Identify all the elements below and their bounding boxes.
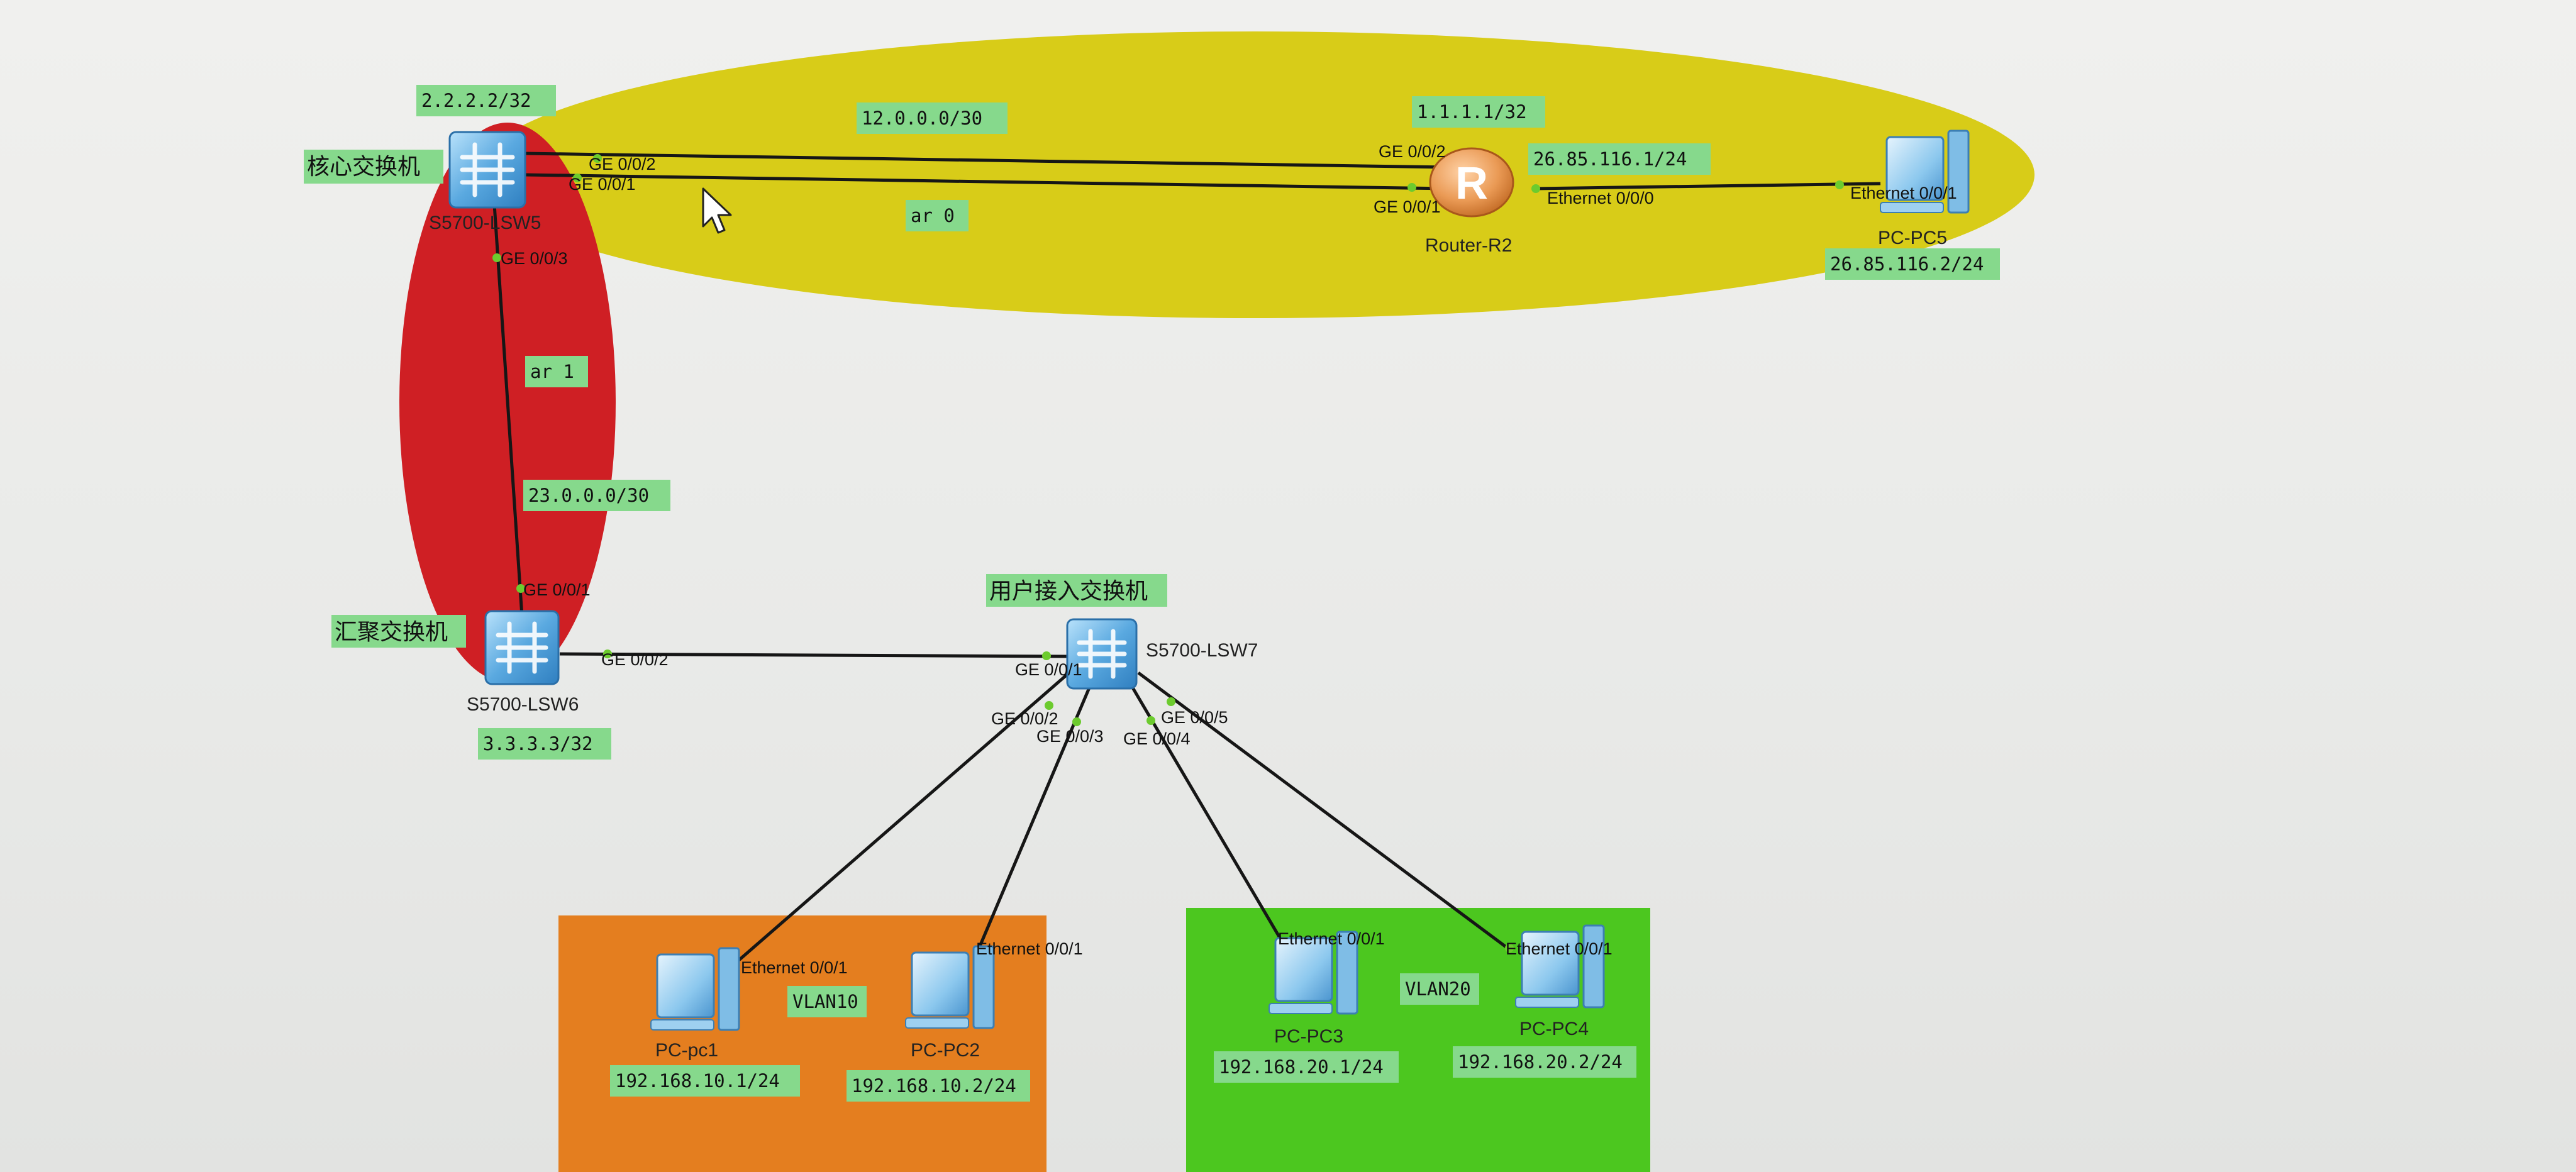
switch-icon[interactable] — [484, 610, 560, 685]
link-lsw6-lsw7[interactable] — [559, 652, 1076, 658]
lsw7-name: S5700-LSW7 — [1146, 640, 1258, 661]
port-label-pc3-eth: Ethernet 0/0/1 — [1278, 929, 1385, 948]
port-dot — [603, 650, 612, 658]
pc1-ip-label: 192.168.10.1/24 — [615, 1070, 780, 1092]
area1-label: ar 1 — [530, 361, 574, 382]
switch-icon[interactable] — [1066, 618, 1138, 690]
port-dot — [593, 154, 602, 163]
port-label-lsw5-g001: GE 0/0/1 — [569, 175, 636, 194]
tag-bg — [1825, 248, 2000, 280]
tag-bg — [847, 1070, 1030, 1102]
tag-bg — [610, 1065, 800, 1097]
tag-bg — [906, 200, 969, 231]
pc5-ip-label: 26.85.116.2/24 — [1830, 253, 1984, 275]
r2-name: Router-R2 — [1425, 235, 1512, 256]
pc3-ip-label: 192.168.20.1/24 — [1219, 1056, 1384, 1078]
port-label-pc1-eth: Ethernet 0/0/1 — [741, 958, 848, 977]
pc4-ip-label: 192.168.20.2/24 — [1458, 1051, 1623, 1073]
port-dot — [573, 174, 582, 182]
link-lsw5-r2-g002[interactable] — [525, 152, 1450, 169]
port-label-lsw7-g003: GE 0/0/3 — [1036, 727, 1104, 746]
tag-bg — [478, 728, 611, 760]
pc4-name: PC-PC4 — [1519, 1019, 1589, 1039]
vlan20-label: VLAN20 — [1405, 978, 1471, 1000]
port-label-pc2-eth: Ethernet 0/0/1 — [976, 939, 1083, 958]
tag-bg — [1453, 1046, 1636, 1078]
area0-ellipse — [475, 31, 2035, 318]
port-dot — [1042, 651, 1051, 660]
pc4-icon[interactable] — [1515, 924, 1605, 1009]
port-label-r2-g002: GE 0/0/2 — [1379, 142, 1446, 161]
vlan10-label: VLAN10 — [792, 991, 858, 1012]
switch-icon[interactable] — [448, 131, 526, 209]
port-dot — [1407, 183, 1416, 192]
r2-loopback-label: 1.1.1.1/32 — [1417, 101, 1527, 123]
tag-bg — [331, 615, 466, 648]
port-label-lsw5-g002: GE 0/0/2 — [589, 155, 656, 174]
tag-bg — [523, 480, 670, 511]
port-dot — [1072, 717, 1081, 726]
link-r2-pc5[interactable] — [1534, 182, 1881, 191]
pc1-name: PC-pc1 — [655, 1040, 718, 1061]
tag-bg — [986, 574, 1167, 607]
tag-bg — [1214, 1051, 1399, 1083]
port-label-lsw6-g001: GE 0/0/1 — [523, 580, 591, 599]
port-dot — [492, 253, 501, 262]
port-label-pc4-eth: Ethernet 0/0/1 — [1506, 939, 1613, 958]
port-dot — [1167, 697, 1175, 706]
port-label-lsw7-g005: GE 0/0/5 — [1161, 708, 1228, 727]
lsw5-loopback-label: 2.2.2.2/32 — [421, 90, 531, 111]
area1-network-label: 23.0.0.0/30 — [528, 485, 649, 506]
area0-label: ar 0 — [911, 205, 955, 226]
port-label-lsw5-g003: GE 0/0/3 — [501, 249, 568, 268]
port-label-lsw6-g002: GE 0/0/2 — [601, 650, 669, 669]
core-switch-role-label: 核心交换机 — [307, 154, 420, 180]
port-dot — [1531, 184, 1540, 193]
pc3-icon[interactable] — [1269, 931, 1358, 1015]
port-label-pc5-eth001: Ethernet 0/0/1 — [1850, 184, 1957, 202]
port-dot — [1505, 944, 1514, 953]
tag-bg — [525, 356, 588, 387]
area0-network-label: 12.0.0.0/30 — [862, 108, 982, 129]
tag-bg — [787, 986, 867, 1017]
r2-iface-ip-label: 26.85.116.1/24 — [1533, 148, 1687, 170]
pc2-name: PC-PC2 — [911, 1040, 980, 1061]
port-label-lsw7-g004: GE 0/0/4 — [1123, 729, 1191, 748]
port-dot — [1835, 180, 1844, 189]
port-label-lsw7-g001: GE 0/0/1 — [1015, 660, 1082, 679]
link-lsw7-pc4[interactable] — [1137, 671, 1511, 951]
port-label-lsw7-g002: GE 0/0/2 — [991, 709, 1058, 728]
tag-bg — [1412, 96, 1545, 128]
tag-bg — [416, 85, 556, 116]
port-label-r2-g001: GE 0/0/1 — [1374, 197, 1441, 216]
tag-bg — [1528, 143, 1711, 175]
router-icon-letter: R — [1455, 158, 1488, 209]
link-lsw5-r2-g001[interactable] — [525, 173, 1450, 191]
pc5-icon[interactable] — [1880, 130, 1970, 214]
pc2-icon[interactable] — [905, 945, 995, 1029]
agg-switch-role-label: 汇聚交换机 — [335, 619, 448, 645]
pc5-name: PC-PC5 — [1878, 228, 1947, 248]
port-dot — [1045, 701, 1053, 710]
tag-backgrounds — [304, 85, 2000, 1102]
tag-bg — [1400, 973, 1479, 1005]
tag-bg — [857, 102, 1008, 134]
port-label-r2-eth000: Ethernet 0/0/0 — [1547, 189, 1654, 207]
port-dot — [1146, 716, 1155, 725]
mouse-cursor-icon — [702, 187, 732, 234]
link-lsw7-pc1[interactable] — [728, 672, 1070, 970]
router-icon[interactable]: R — [1429, 147, 1514, 218]
pc2-ip-label: 192.168.10.2/24 — [852, 1075, 1016, 1097]
lsw6-name: S5700-LSW6 — [467, 694, 579, 715]
pc3-name: PC-PC3 — [1274, 1026, 1343, 1047]
tag-bg — [304, 150, 443, 184]
lsw6-loopback-label: 3.3.3.3/32 — [483, 733, 593, 755]
link-lsw5-lsw6[interactable] — [492, 194, 524, 617]
lsw5-name: S5700-LSW5 — [429, 213, 541, 233]
access-switch-role-label: 用户接入交换机 — [989, 578, 1148, 604]
port-dot — [516, 584, 525, 593]
pc1-icon[interactable] — [650, 947, 740, 1031]
